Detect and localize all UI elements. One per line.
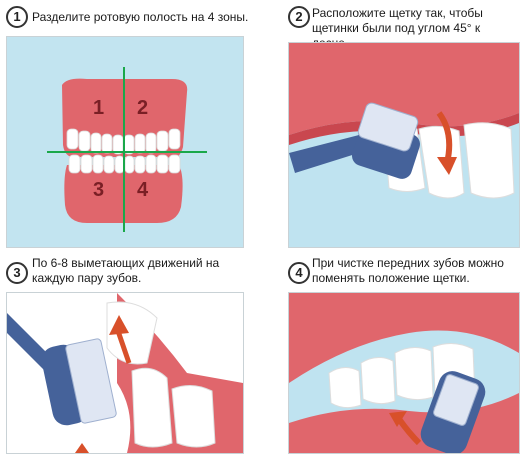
step-3-caption: По 6-8 выметающих движений на каждую пар… — [32, 256, 220, 285]
step-4-caption: При чистке передних зубов можно поменять… — [312, 256, 504, 285]
step-4-illustration — [288, 292, 520, 454]
zone-2-label: 2 — [137, 97, 149, 119]
step-2-illustration — [288, 42, 520, 248]
zone-1-label: 1 — [93, 97, 105, 119]
step-2-number: 2 — [288, 6, 310, 28]
step-1-number: 1 — [6, 6, 28, 28]
step-3-number: 3 — [6, 262, 28, 284]
zone-4-label: 4 — [137, 179, 149, 201]
step-1-illustration: 1 2 3 4 — [6, 36, 244, 248]
step-3-illustration — [6, 292, 244, 454]
step-1-caption: Разделите ротовую полость на 4 зоны. — [32, 10, 249, 24]
zone-3-label: 3 — [93, 179, 105, 201]
step-4-number: 4 — [288, 262, 310, 284]
